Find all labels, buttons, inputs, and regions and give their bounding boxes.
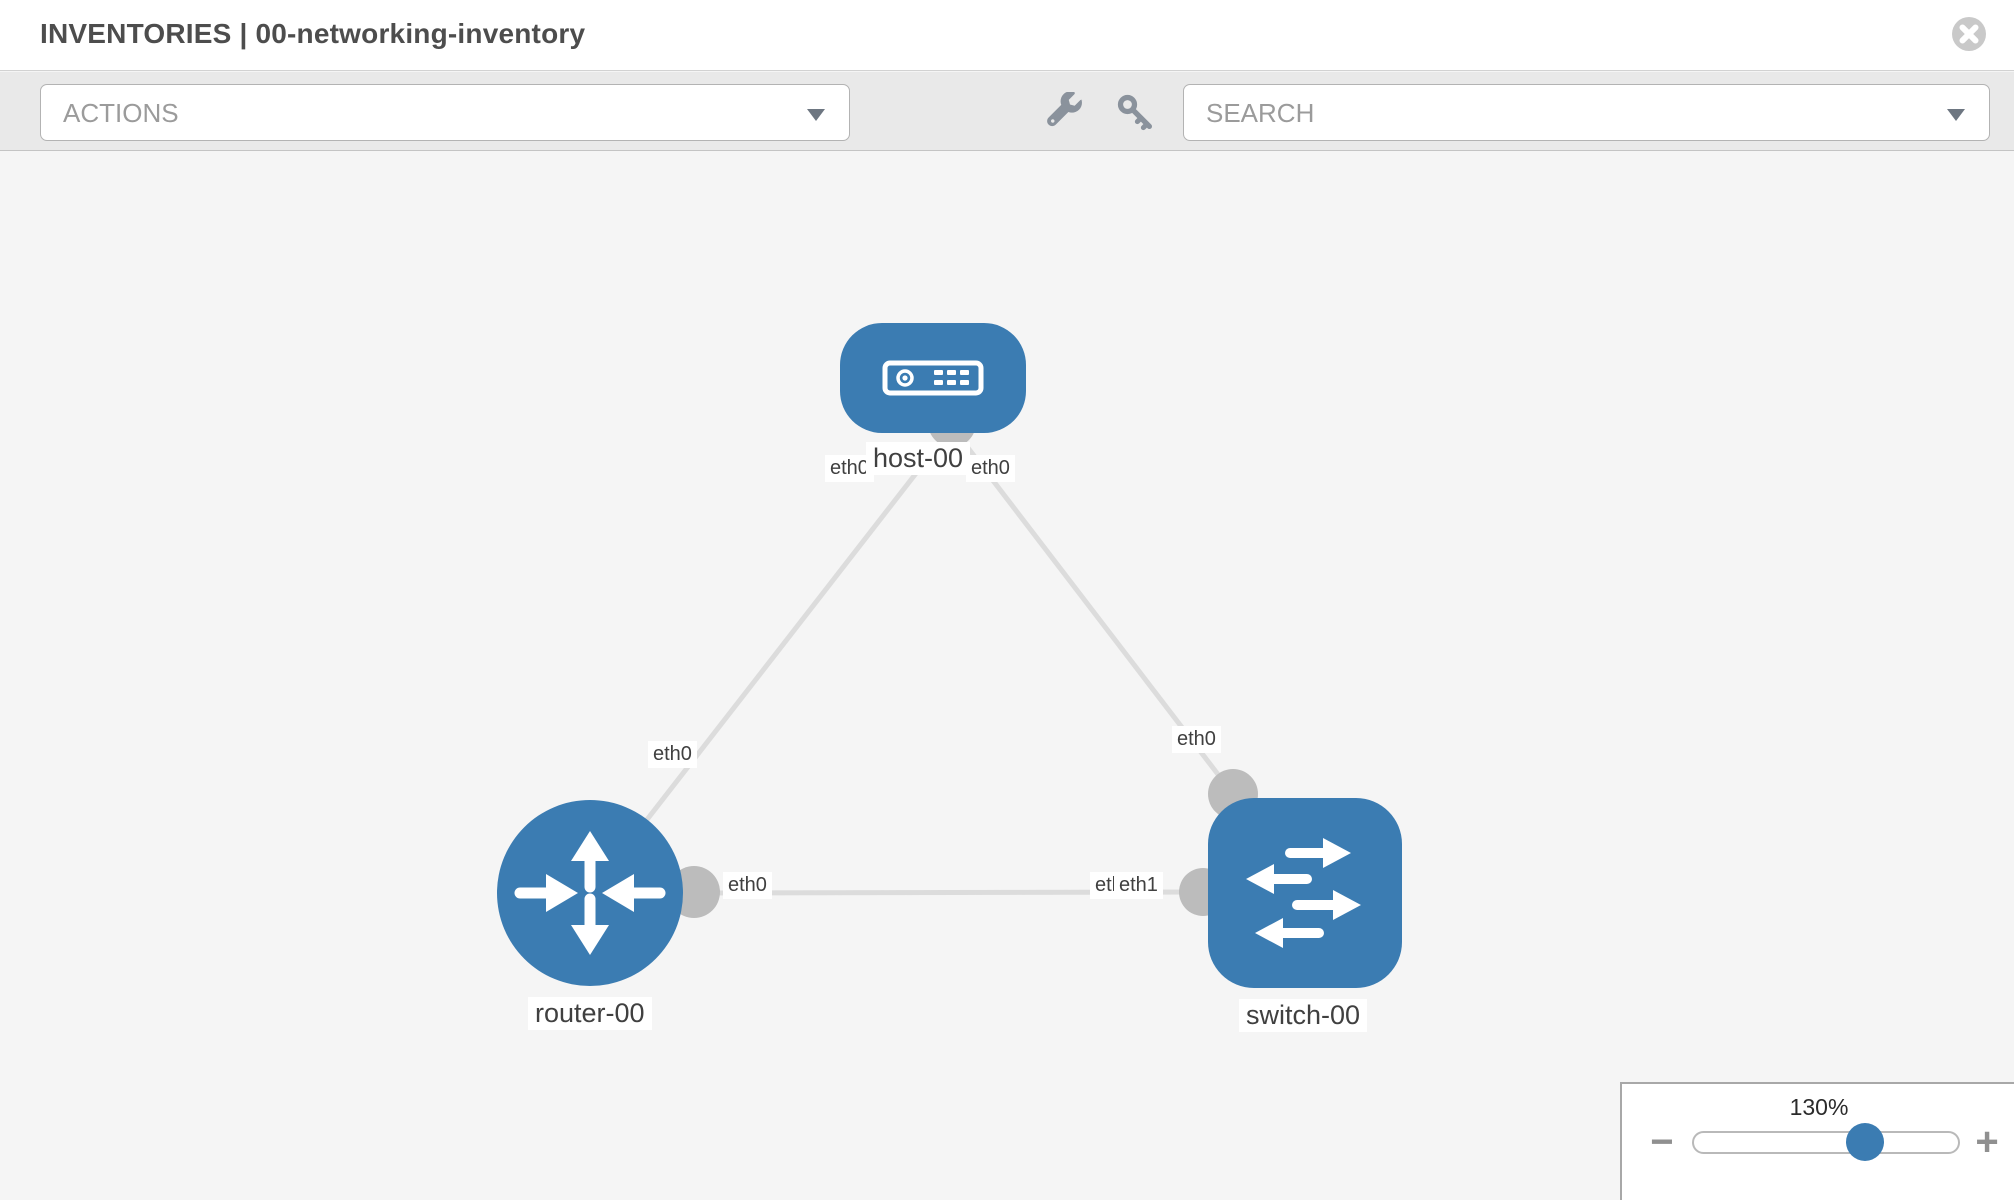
node-label-router: router-00	[528, 997, 652, 1030]
interface-label-router-link-eth0: eth0	[648, 741, 697, 768]
zoom-slider[interactable]	[1692, 1131, 1960, 1154]
toolbar: ACTIONS SEARCH	[0, 72, 2014, 151]
key-icon	[1117, 94, 1152, 131]
node-label-switch: switch-00	[1239, 999, 1368, 1032]
node-host[interactable]	[840, 323, 1026, 433]
actions-dropdown-label: ACTIONS	[63, 98, 179, 128]
chevron-down-icon	[1947, 109, 1965, 121]
key-button[interactable]	[1114, 92, 1156, 134]
zoom-slider-thumb[interactable]	[1846, 1123, 1884, 1161]
search-dropdown[interactable]: SEARCH	[1183, 84, 1990, 141]
links-layer	[588, 425, 1235, 896]
ports-layer	[668, 399, 1258, 918]
interface-label-switch-eth1: eth1	[1114, 872, 1163, 899]
node-router[interactable]	[497, 800, 683, 986]
zoom-panel: 130% − +	[1620, 1082, 2014, 1200]
wrench-icon	[1047, 91, 1083, 127]
interface-label-host-eth0-right: eth0	[966, 455, 1015, 482]
interface-label-router-eth0: eth0	[723, 872, 772, 899]
chevron-down-icon	[807, 109, 825, 121]
node-switch[interactable]	[1208, 798, 1402, 988]
close-icon	[1952, 17, 1986, 51]
zoom-out-button[interactable]: −	[1640, 1120, 1684, 1164]
zoom-level: 130%	[1789, 1094, 1849, 1120]
search-placeholder: SEARCH	[1206, 98, 1315, 128]
node-label-host: host-00	[866, 442, 971, 475]
close-button[interactable]	[1950, 15, 1988, 53]
link-host-router[interactable]	[588, 425, 954, 895]
topology-canvas[interactable]: eth0 host-00 eth0 eth0 eth0 eth0 eth1 et…	[0, 152, 2014, 1200]
host-icon	[882, 360, 984, 396]
router-icon	[514, 831, 666, 955]
actions-dropdown[interactable]: ACTIONS	[40, 84, 850, 141]
switch-icon	[1246, 838, 1361, 948]
page-title: INVENTORIES | 00-networking-inventory	[40, 18, 586, 49]
wrench-button[interactable]	[1044, 91, 1086, 134]
zoom-in-button[interactable]: +	[1965, 1120, 2009, 1164]
interface-label-host-eth0-left: eth0	[825, 455, 874, 482]
interface-label-switch-eth0-top: eth0	[1172, 726, 1221, 753]
title-bar: INVENTORIES | 00-networking-inventory	[0, 0, 2014, 71]
